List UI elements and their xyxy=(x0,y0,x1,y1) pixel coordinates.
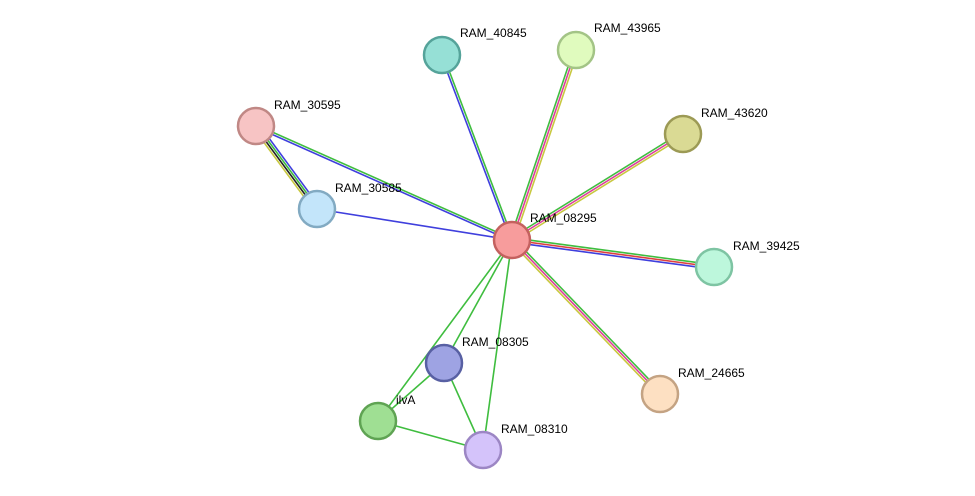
edge-RAM_08295-RAM_43620 xyxy=(510,131,685,243)
edge-line xyxy=(511,49,577,241)
node-ilvA[interactable]: ilvA xyxy=(358,393,415,441)
node-RAM_43965[interactable]: RAM_43965 xyxy=(556,21,661,70)
node-circle[interactable] xyxy=(663,114,703,154)
node-circle[interactable] xyxy=(463,430,503,470)
edge-line xyxy=(513,50,579,241)
node-label: RAM_40845 xyxy=(460,26,527,40)
node-label: RAM_30595 xyxy=(274,98,341,112)
edge-RAM_08295-RAM_40845 xyxy=(440,54,514,241)
edge-line xyxy=(510,131,683,239)
edge-line xyxy=(509,49,575,240)
node-RAM_08295[interactable]: RAM_08295 xyxy=(492,211,597,260)
edge-line xyxy=(512,237,715,266)
edge-line xyxy=(443,239,513,364)
node-circle[interactable] xyxy=(297,189,337,229)
node-label: ilvA xyxy=(396,393,415,407)
edge-RAM_08295-RAM_08305 xyxy=(443,239,513,364)
node-circle[interactable] xyxy=(640,374,680,414)
edge-RAM_08295-RAM_39425 xyxy=(511,237,715,270)
node-label: RAM_43965 xyxy=(594,21,661,35)
edge-RAM_08295-ilvA xyxy=(377,239,513,422)
node-RAM_39425[interactable]: RAM_39425 xyxy=(694,239,800,287)
edge-RAM_08295-RAM_30585 xyxy=(316,208,513,241)
node-label: RAM_24665 xyxy=(678,366,745,380)
node-RAM_40845[interactable]: RAM_40845 xyxy=(422,26,527,75)
edge-RAM_08295-RAM_43965 xyxy=(509,49,579,241)
node-circle[interactable] xyxy=(556,30,596,70)
node-circle[interactable] xyxy=(236,106,276,146)
node-label: RAM_08310 xyxy=(501,422,568,436)
edge-line xyxy=(377,239,513,422)
node-RAM_30585[interactable]: RAM_30585 xyxy=(297,181,402,229)
node-circle[interactable] xyxy=(422,35,462,75)
edge-RAM_08295-RAM_30595 xyxy=(255,124,513,242)
edge-line xyxy=(316,208,513,241)
node-RAM_43620[interactable]: RAM_43620 xyxy=(663,106,768,154)
node-label: RAM_30585 xyxy=(335,181,402,195)
node-circle[interactable] xyxy=(492,220,532,260)
edge-line xyxy=(511,239,661,395)
node-circle[interactable] xyxy=(358,401,398,441)
edge-RAM_08295-RAM_24665 xyxy=(509,237,663,397)
edge-line xyxy=(442,54,514,240)
edge-line xyxy=(482,239,513,451)
edge-line xyxy=(511,241,714,270)
edge-line xyxy=(256,124,513,240)
node-circle[interactable] xyxy=(694,247,734,287)
edge-line xyxy=(440,55,512,241)
node-circle[interactable] xyxy=(424,343,464,383)
edge-RAM_08295-RAM_08310 xyxy=(482,239,513,451)
edge-line xyxy=(512,135,685,243)
node-label: RAM_08305 xyxy=(462,335,529,349)
node-RAM_08305[interactable]: RAM_08305 xyxy=(424,335,529,383)
node-RAM_08310[interactable]: RAM_08310 xyxy=(463,422,568,470)
edge-line xyxy=(513,237,663,394)
node-label: RAM_08295 xyxy=(530,211,597,225)
edge-line xyxy=(511,133,684,241)
edge-line xyxy=(511,239,715,268)
node-label: RAM_43620 xyxy=(701,106,768,120)
node-label: RAM_39425 xyxy=(733,239,800,253)
edge-line xyxy=(509,240,659,397)
node-RAM_30595[interactable]: RAM_30595 xyxy=(236,98,341,146)
node-RAM_24665[interactable]: RAM_24665 xyxy=(640,366,745,414)
edge-line xyxy=(255,126,512,242)
